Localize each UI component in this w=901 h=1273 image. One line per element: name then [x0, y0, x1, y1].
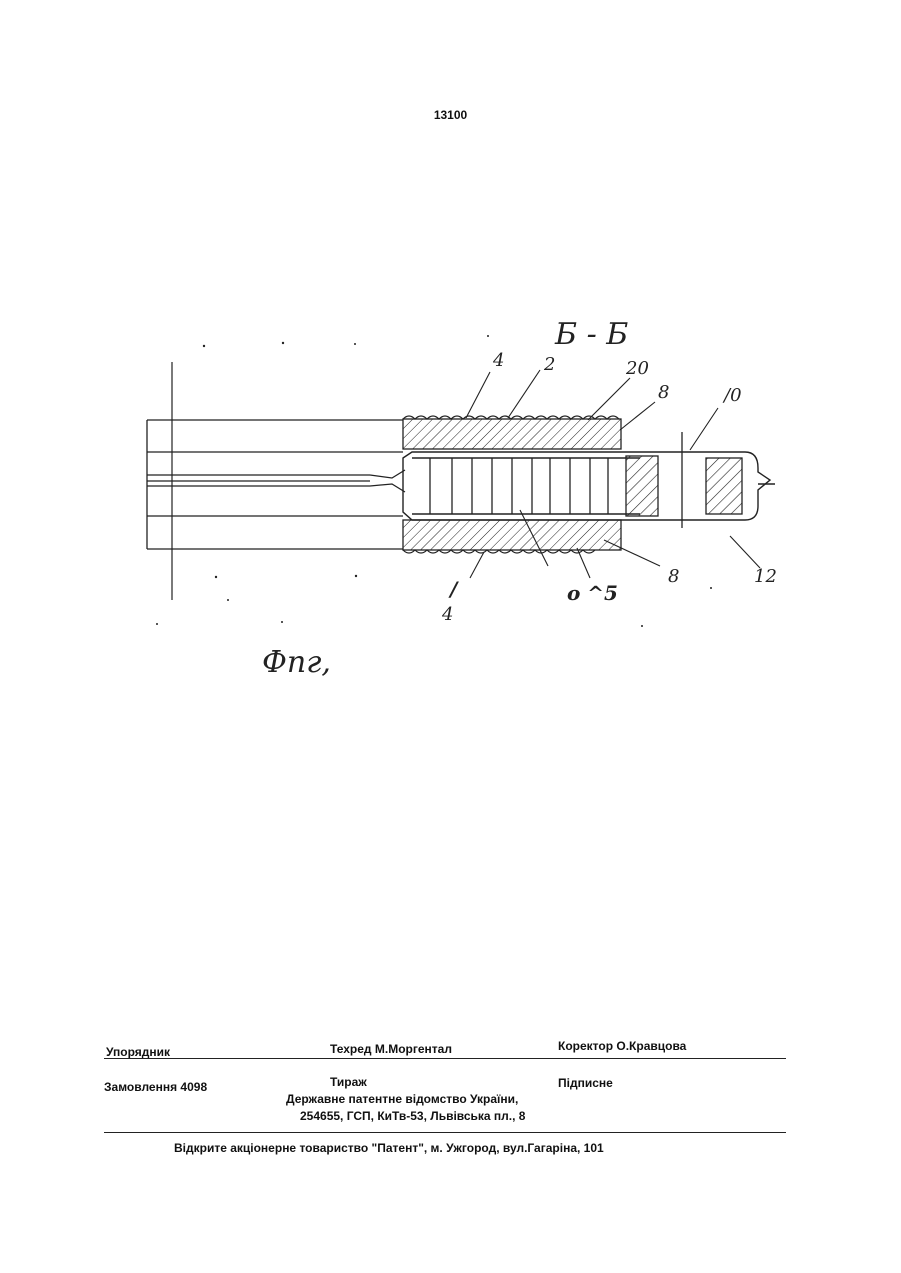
discs	[430, 458, 608, 514]
plug-right	[706, 458, 742, 514]
publisher-label: Відкрите акціонерне товариство "Патент",…	[174, 1141, 604, 1155]
corrector-label: Коректор О.Кравцова	[558, 1039, 686, 1053]
agency-label: Державне патентне відомство України,	[286, 1092, 518, 1106]
signed-label: Підписне	[558, 1076, 613, 1090]
label-2: 2	[543, 354, 555, 375]
label-20: 20	[625, 358, 649, 379]
rod	[147, 420, 405, 549]
footer-rule-top	[104, 1058, 786, 1059]
compiler-label: Упорядник	[106, 1045, 170, 1059]
plug-left	[626, 456, 658, 516]
section-label: Б - Б	[554, 317, 628, 352]
label-8-top: 8	[658, 382, 669, 403]
order-label: Замовлення 4098	[104, 1080, 207, 1094]
figure-caption: Фпг,	[262, 645, 331, 680]
label-12: 12	[754, 566, 777, 587]
label-10: /0	[722, 385, 742, 406]
label-4-bottom: 4	[441, 604, 453, 625]
label-5: o ^5	[567, 581, 618, 605]
address-label: 254655, ГСП, КиТв-53, Львівська пл., 8	[300, 1109, 525, 1123]
label-4-top: 4	[492, 350, 504, 371]
label-1: /	[448, 577, 459, 601]
patent-drawing: Б - Б 4 2 20 8 /0 12 8 o ^5 / 4 Фпг,	[0, 0, 901, 720]
techred-label: Техред М.Моргентал	[330, 1042, 452, 1056]
footer-rule-bottom	[104, 1132, 786, 1133]
circulation-label: Тираж	[330, 1075, 367, 1089]
upper-winding	[403, 419, 621, 449]
label-8-bottom: 8	[668, 566, 679, 587]
lower-winding	[403, 520, 621, 550]
